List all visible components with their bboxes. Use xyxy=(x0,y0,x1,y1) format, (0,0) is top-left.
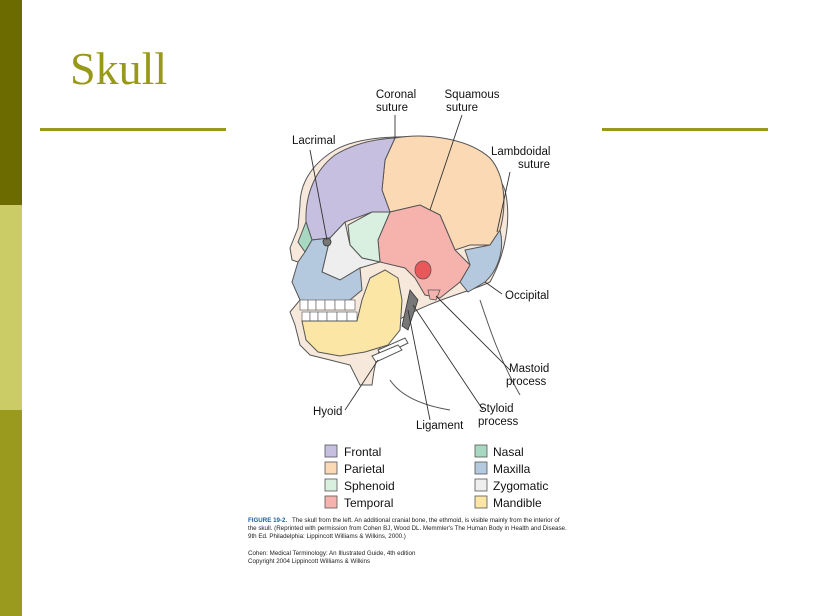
legend: Frontal Parietal Sphenoid Temporal Nasal… xyxy=(324,444,548,510)
legend-label-mandible: Mandible xyxy=(493,496,542,510)
caption-credit2: Copyright 2004 Lippincott Williams & Wil… xyxy=(248,558,370,565)
legend-label-parietal: Parietal xyxy=(344,462,385,476)
label-squamous-suture: Squamous xyxy=(445,89,500,101)
figure-caption: FIGURE 19-2. The skull from the left. An… xyxy=(248,517,567,565)
styloid-process-shape xyxy=(401,289,419,331)
slide-title: Skull xyxy=(70,43,168,94)
sidebar-block-top xyxy=(0,0,22,205)
label-lambdoidal-suture-line2: suture xyxy=(518,159,550,171)
maxilla-bone xyxy=(291,237,363,303)
legend-label-frontal: Frontal xyxy=(344,445,381,459)
sidebar-decoration xyxy=(0,0,22,616)
legend-label-maxilla: Maxilla xyxy=(493,462,531,476)
hyoid-bone xyxy=(371,337,409,363)
label-coronal-suture: Coronal xyxy=(376,89,416,101)
title-rule-left xyxy=(40,128,226,131)
upper-teeth xyxy=(299,299,356,311)
label-styloid-process: Styloid xyxy=(479,403,514,415)
neck-line-back xyxy=(479,299,521,396)
occipital-bone xyxy=(459,228,503,293)
label-lambdoidal-suture: Lambdoidal xyxy=(491,146,550,158)
mandible-bone xyxy=(301,269,403,357)
sidebar-block-bottom xyxy=(0,410,22,616)
caption-credit1: Cohen: Medical Terminology: An Illustrat… xyxy=(248,550,416,557)
title-rule-right xyxy=(602,128,768,131)
legend-swatch-frontal xyxy=(324,444,338,458)
label-mastoid-process-line2: process xyxy=(506,376,547,388)
legend-swatch-nasal xyxy=(474,444,488,458)
legend-swatch-maxilla xyxy=(474,461,488,475)
legend-label-temporal: Temporal xyxy=(344,496,393,510)
caption-line1: The skull from the left. An additional c… xyxy=(292,517,560,524)
legend-swatch-temporal xyxy=(324,495,338,509)
legend-label-sphenoid: Sphenoid xyxy=(344,479,395,493)
caption-line2: the skull. (Reprinted with permission fr… xyxy=(248,525,567,532)
label-occipital: Occipital xyxy=(505,290,549,302)
label-hyoid: Hyoid xyxy=(313,406,342,418)
label-mastoid-process: Mastoid xyxy=(509,363,549,375)
caption-figure-number: FIGURE 19-2. xyxy=(248,517,287,524)
sidebar-block-middle xyxy=(0,205,22,410)
legend-swatch-sphenoid xyxy=(324,478,338,492)
legend-swatch-mandible xyxy=(474,495,488,509)
caption-line3: 9th Ed. Philadelphia: Lippincott William… xyxy=(248,533,406,540)
label-coronal-suture-line2: suture xyxy=(376,102,408,114)
legend-label-zygomatic: Zygomatic xyxy=(493,479,548,493)
label-lacrimal: Lacrimal xyxy=(292,135,335,147)
legend-swatch-parietal xyxy=(324,461,338,475)
label-styloid-process-line2: process xyxy=(478,416,519,428)
legend-label-nasal: Nasal xyxy=(493,445,524,459)
leader-lines xyxy=(309,114,511,421)
neck-line xyxy=(389,379,451,411)
label-squamous-suture-line2: suture xyxy=(446,102,478,114)
lower-teeth xyxy=(301,311,358,322)
ear-canal xyxy=(414,260,432,280)
legend-swatch-zygomatic xyxy=(474,478,488,492)
frontal-bone xyxy=(305,137,396,241)
label-ligament: Ligament xyxy=(416,420,464,432)
